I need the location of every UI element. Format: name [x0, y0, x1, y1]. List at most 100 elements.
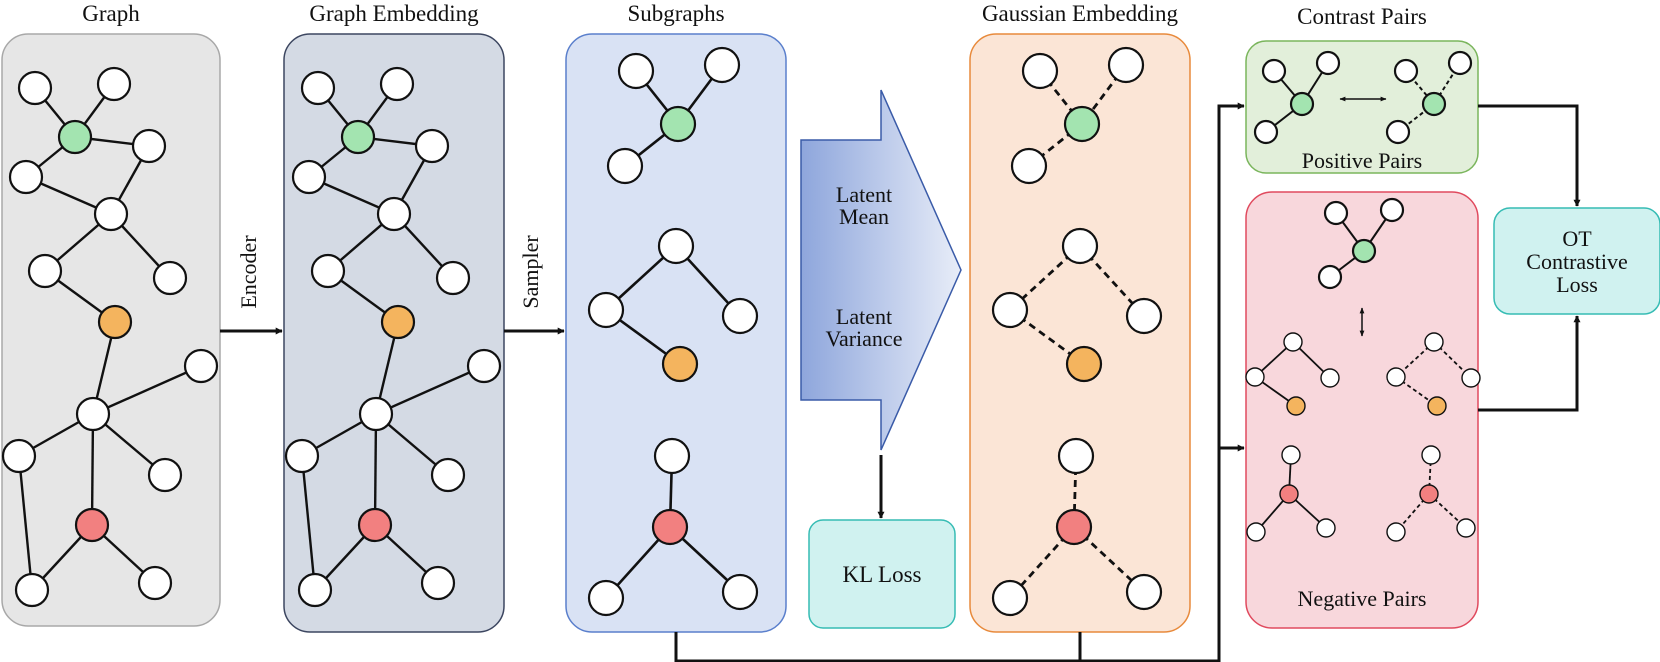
node	[1253, 119, 1279, 145]
node	[1461, 368, 1481, 388]
node	[1057, 437, 1095, 475]
node	[1246, 522, 1266, 542]
node	[617, 52, 655, 90]
graph-embedding-network	[284, 66, 502, 608]
node	[183, 348, 219, 384]
node	[1283, 332, 1303, 352]
node	[152, 260, 188, 296]
node	[466, 348, 502, 384]
negative-to-ot-arrow	[1478, 315, 1581, 412]
positive-to-ot-arrow	[1478, 104, 1581, 207]
edge	[90, 413, 95, 526]
node	[1021, 52, 1059, 90]
node	[379, 66, 415, 102]
edge	[17, 455, 34, 591]
node	[1010, 147, 1048, 185]
node	[1421, 91, 1447, 117]
node	[1289, 91, 1315, 117]
negative-anchor	[1317, 197, 1405, 290]
latent-variance-line1: Latent	[836, 304, 892, 329]
node	[991, 291, 1029, 329]
node	[1379, 197, 1405, 223]
node	[1316, 518, 1336, 538]
node	[357, 507, 393, 543]
node	[57, 119, 93, 155]
node	[147, 457, 183, 493]
ot-label-line1: OT	[1562, 226, 1592, 251]
edge	[373, 413, 378, 526]
node	[1320, 368, 1340, 388]
node	[1421, 445, 1441, 465]
positive-pair-left	[1253, 50, 1341, 145]
gaussian-subgraph-2	[991, 227, 1163, 383]
node	[721, 297, 759, 335]
node	[1279, 484, 1299, 504]
subgraph-1	[606, 46, 741, 185]
node	[1107, 46, 1145, 84]
contrast-pairs-title: Contrast Pairs	[1297, 4, 1427, 29]
node	[1055, 508, 1093, 546]
node	[1351, 238, 1377, 264]
node	[661, 345, 699, 383]
node	[1, 438, 37, 474]
node	[74, 507, 110, 543]
node	[291, 159, 327, 195]
node	[587, 579, 625, 617]
node	[358, 396, 394, 432]
node	[1065, 345, 1103, 383]
node	[703, 46, 741, 84]
node	[1063, 105, 1101, 143]
node	[1061, 227, 1099, 265]
node	[653, 437, 691, 475]
node	[376, 196, 412, 232]
ot-contrastive-loss-box	[1493, 207, 1660, 315]
negative-star-right	[1386, 445, 1476, 542]
encoder-label: Encoder	[236, 235, 261, 309]
subgraph-3	[587, 437, 759, 617]
node	[1456, 518, 1476, 538]
node	[27, 253, 63, 289]
sampler-label: Sampler	[518, 235, 543, 309]
node	[137, 565, 173, 601]
edge	[92, 364, 202, 416]
node	[284, 438, 320, 474]
node	[435, 260, 471, 296]
node	[1386, 367, 1406, 387]
positive-pairs-label: Positive Pairs	[1302, 148, 1422, 173]
node	[1315, 50, 1341, 76]
ot-label-line3: Loss	[1556, 272, 1598, 297]
kl-loss-box	[808, 519, 956, 629]
node	[1245, 367, 1265, 387]
node	[297, 572, 333, 608]
positive-pair-right	[1385, 50, 1473, 145]
negative-pairs-label: Negative Pairs	[1298, 586, 1427, 611]
subgraph-2	[587, 227, 759, 383]
negative-subgraph-right	[1386, 332, 1481, 416]
node	[300, 70, 336, 106]
node	[8, 159, 44, 195]
node	[1317, 264, 1343, 290]
kl-loss-label: KL Loss	[842, 562, 921, 587]
node	[606, 147, 644, 185]
node	[1125, 573, 1163, 611]
node	[1386, 522, 1406, 542]
node	[97, 304, 133, 340]
node	[420, 565, 456, 601]
node	[380, 304, 416, 340]
latent-mean-line1: Latent	[836, 182, 892, 207]
flow-connectors	[220, 102, 1581, 662]
subgraphs-title: Subgraphs	[627, 1, 724, 26]
node	[1385, 119, 1411, 145]
graph-layer	[1, 46, 1481, 617]
gaussian-subgraph-1	[1010, 46, 1145, 185]
node	[991, 579, 1029, 617]
node	[587, 291, 625, 329]
node	[651, 508, 689, 546]
gaussian-subgraph-3	[991, 437, 1163, 617]
latent-mean-line2: Mean	[839, 204, 889, 229]
node	[14, 572, 50, 608]
latent-arrow-shape	[800, 89, 962, 451]
node	[1393, 58, 1419, 84]
